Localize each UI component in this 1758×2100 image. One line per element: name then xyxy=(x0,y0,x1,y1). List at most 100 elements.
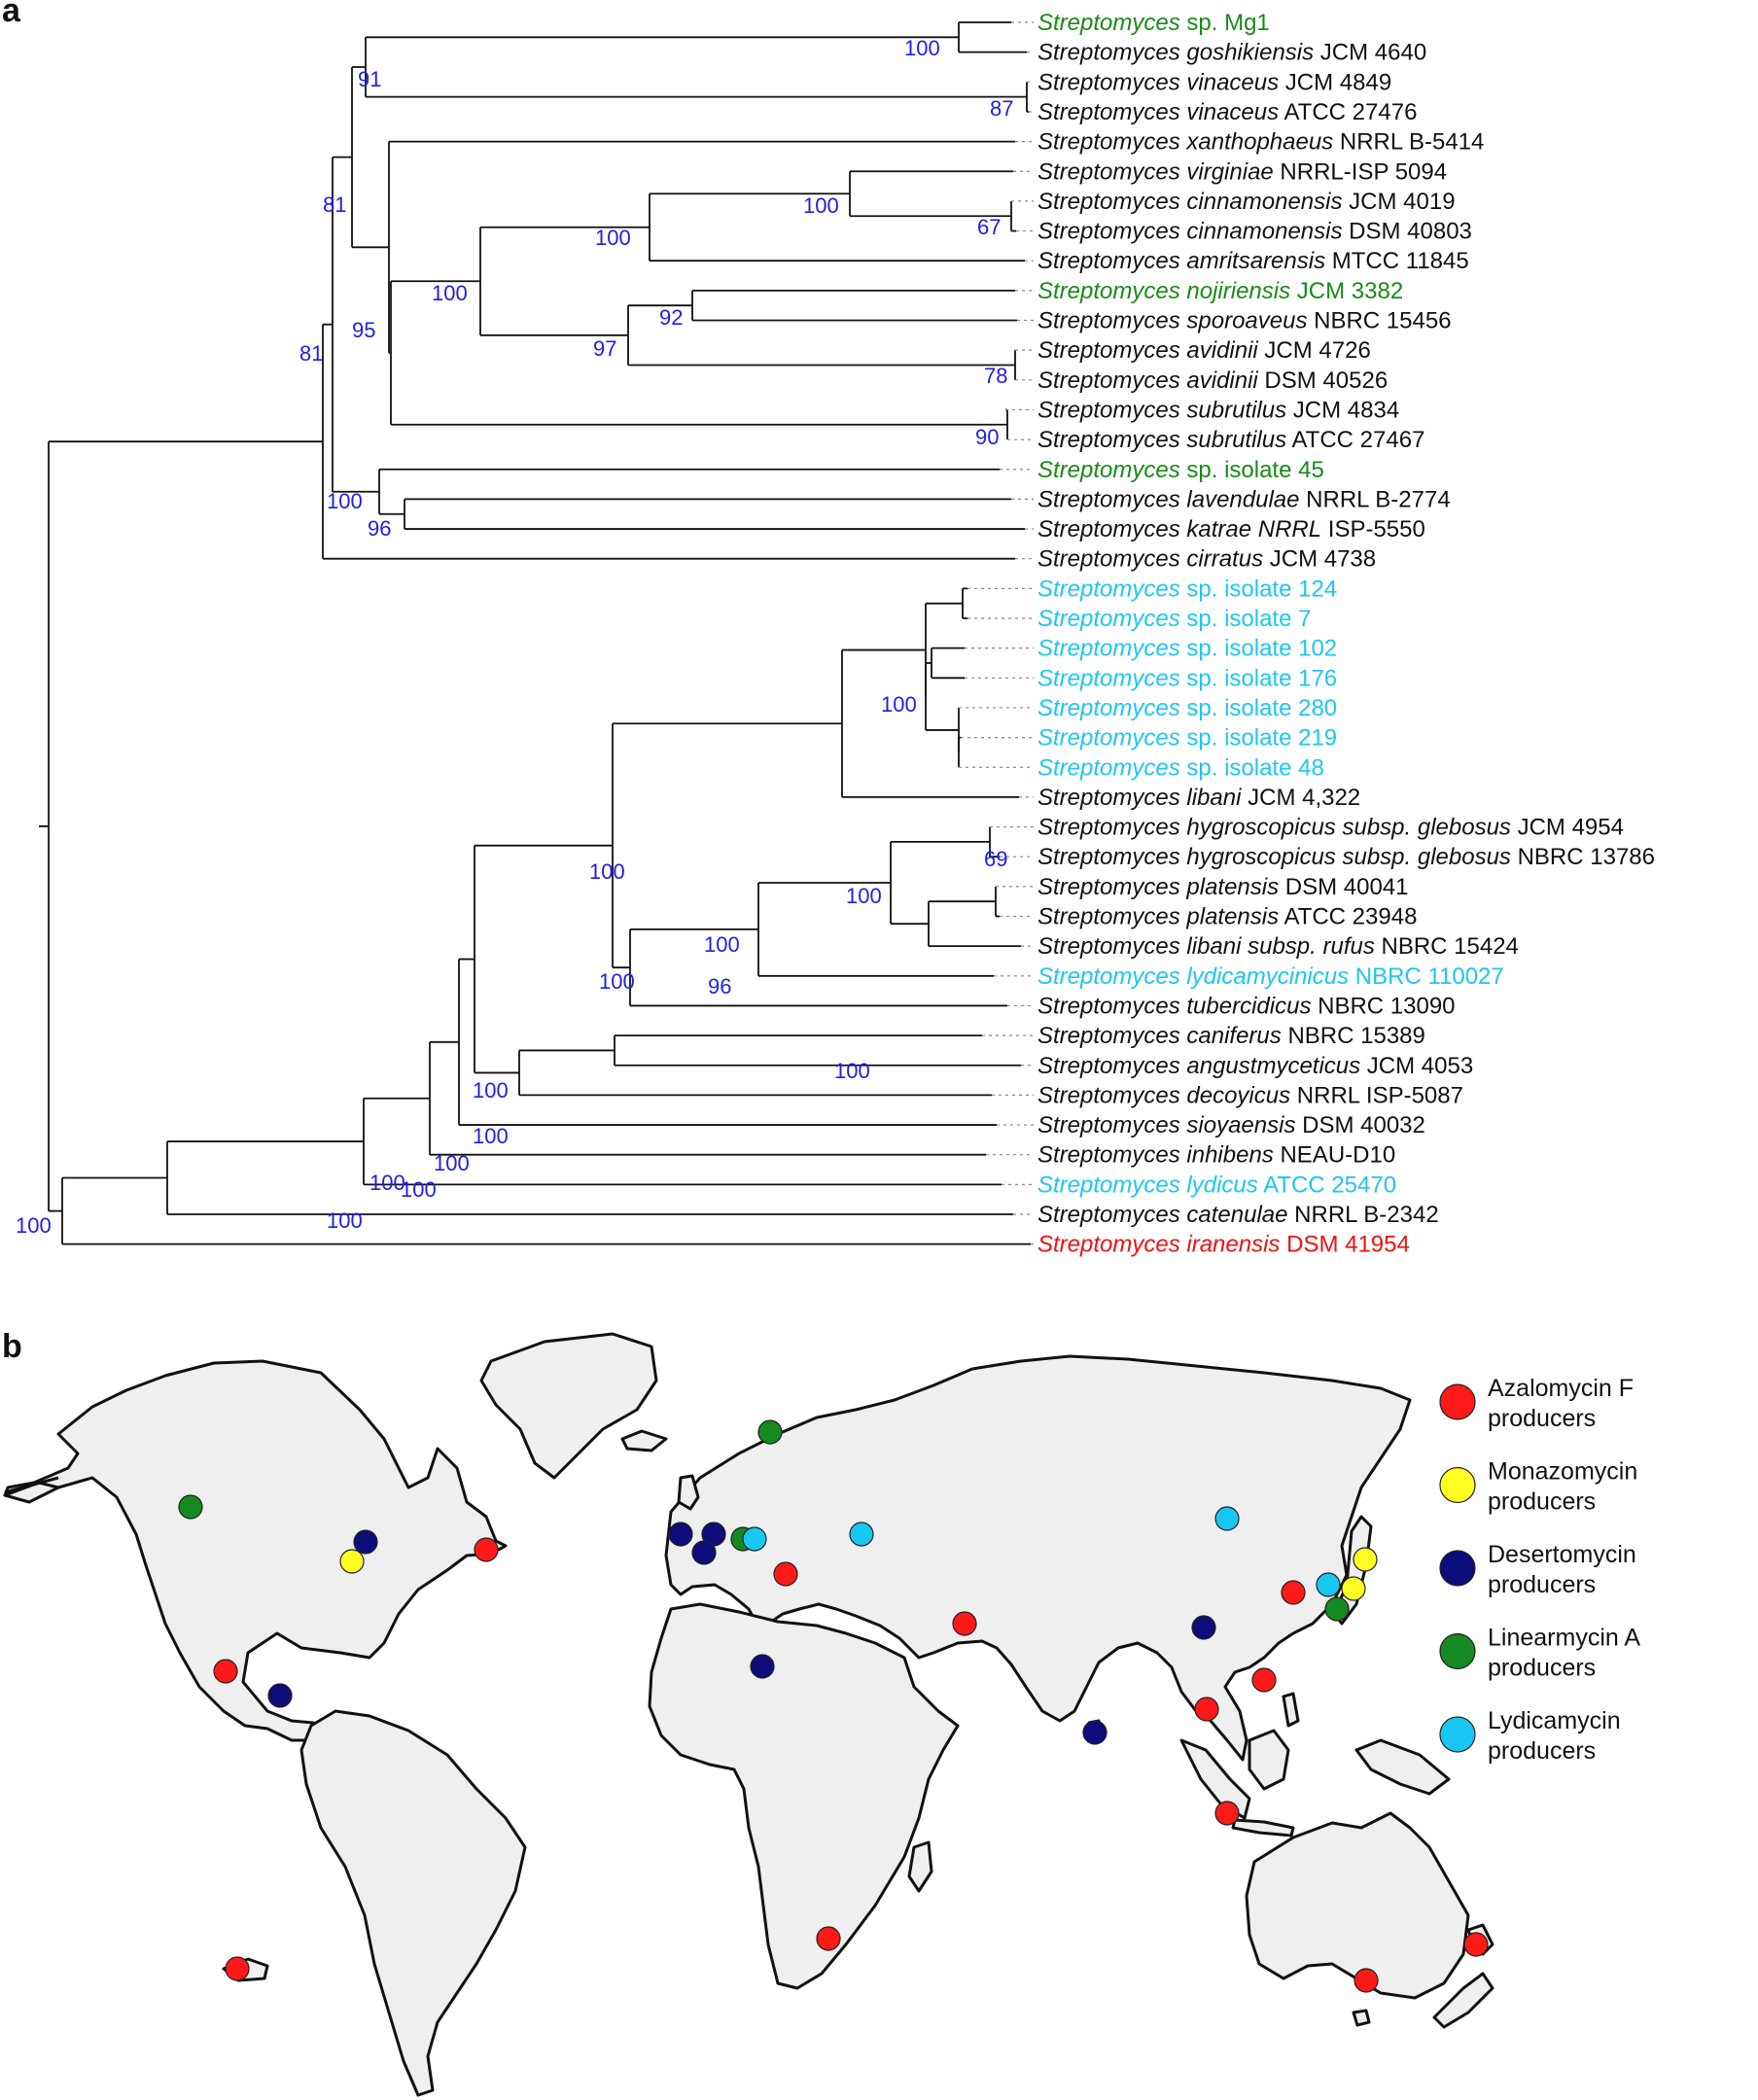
leaf-species-italic: Streptomyces lavendulae xyxy=(1037,486,1299,512)
site-marker-azalomycin xyxy=(1463,1932,1489,1957)
leaf-strain: JCM 4053 xyxy=(1360,1053,1473,1079)
leaf-species-italic: Streptomyces nojiriensis xyxy=(1037,278,1290,304)
leaf-label: Streptomyces sp. isolate 7 xyxy=(1037,606,1311,632)
bootstrap-value: 100 xyxy=(401,1177,437,1202)
bootstrap-value: 100 xyxy=(327,1208,363,1233)
site-marker-desertomycin xyxy=(1191,1615,1216,1640)
site-marker-desertomycin xyxy=(750,1654,775,1679)
greenland-landmass xyxy=(479,1332,658,1480)
leaf-strain: JCM 4954 xyxy=(1511,815,1624,841)
leaf-label: Streptomyces hygroscopicus subsp. glebos… xyxy=(1037,844,1655,870)
leaf-species-italic: Streptomyces inhibens xyxy=(1037,1142,1274,1169)
leaf-strain: ATCC 27467 xyxy=(1286,427,1424,453)
site-marker-azalomycin xyxy=(816,1926,841,1951)
leaf-species-italic: Streptomyces hygroscopicus subsp. glebos… xyxy=(1037,844,1511,870)
leaf-species-italic: Streptomyces iranensis xyxy=(1037,1232,1280,1258)
site-marker-azalomycin xyxy=(225,1956,250,1981)
leaf-species-italic: Streptomyces avidinii xyxy=(1037,368,1258,394)
new-zealand-south xyxy=(1432,1972,1494,2029)
aleutian-line xyxy=(4,1476,59,1494)
site-marker-linearmycin xyxy=(178,1494,203,1520)
leaf-species-italic: Streptomyces hygroscopicus subsp. glebos… xyxy=(1037,815,1511,841)
leaf-strain: ATCC 23948 xyxy=(1279,904,1417,930)
bootstrap-value: 100 xyxy=(904,36,940,60)
leaf-label: Streptomyces tubercidicus NBRC 13090 xyxy=(1037,993,1456,1019)
bootstrap-value: 100 xyxy=(327,489,363,513)
leaf-strain: sp. isolate 219 xyxy=(1180,725,1337,752)
legend-label-line2: producers xyxy=(1488,1655,1596,1682)
site-marker-linearmycin xyxy=(1324,1596,1350,1622)
borneo-island xyxy=(1248,1729,1290,1791)
leaf-label: Streptomyces libani JCM 4,322 xyxy=(1037,785,1360,811)
leaf-label: Streptomyces sp. isolate 48 xyxy=(1037,754,1324,781)
leaf-species-italic: Streptomyces xyxy=(1037,725,1180,752)
bootstrap-value: 96 xyxy=(708,974,731,998)
leaf-strain: NRRL B-2342 xyxy=(1287,1202,1438,1228)
new-guinea-island xyxy=(1354,1738,1451,1796)
legend-swatch xyxy=(1439,1466,1476,1504)
leaf-species-italic: Streptomyces tubercidicus xyxy=(1037,993,1311,1019)
legend-label-line1: Desertomycin xyxy=(1488,1541,1636,1568)
site-marker-lydicamycin xyxy=(849,1522,874,1547)
leaf-label: Streptomyces avidinii JCM 4726 xyxy=(1037,337,1371,364)
bootstrap-value: 69 xyxy=(984,847,1007,871)
leaf-species-italic: Streptomyces katrae NRRL xyxy=(1037,516,1321,542)
leaf-label: Streptomyces decoyicus NRRL ISP-5087 xyxy=(1037,1082,1463,1108)
leaf-label: Streptomyces subrutilus JCM 4834 xyxy=(1037,397,1399,423)
bootstrap-value: 81 xyxy=(323,192,346,217)
leaf-label: Streptomyces libani subsp. rufus NBRC 15… xyxy=(1037,933,1519,960)
leaf-species-italic: Streptomyces platensis xyxy=(1037,874,1279,900)
bootstrap-value: 81 xyxy=(299,341,323,366)
bootstrap-value: 78 xyxy=(984,364,1007,388)
leaf-label: Streptomyces sporoaveus NBRC 15456 xyxy=(1037,308,1452,334)
leaf-label: Streptomyces amritsarensis MTCC 11845 xyxy=(1037,248,1469,274)
leaf-label: Streptomyces vinaceus JCM 4849 xyxy=(1037,69,1391,95)
leaf-species-italic: Streptomyces goshikiensis xyxy=(1037,40,1314,66)
leaf-species-italic: Streptomyces xyxy=(1037,10,1180,36)
leaf-species-italic: Streptomyces cirratus xyxy=(1037,546,1263,573)
leaf-species-italic: Streptomyces platensis xyxy=(1037,904,1279,930)
legend-label-line2: producers xyxy=(1488,1405,1596,1432)
producer-sites xyxy=(178,1419,1489,1993)
leaf-species-italic: Streptomyces xyxy=(1037,457,1180,483)
legend-label-line1: Azalomycin F xyxy=(1488,1375,1634,1402)
leaf-label: Streptomyces xanthophaeus NRRL B-5414 xyxy=(1037,129,1484,156)
bootstrap-value: 100 xyxy=(16,1213,52,1238)
site-marker-monazomycin xyxy=(339,1549,365,1574)
site-marker-azalomycin xyxy=(213,1659,238,1684)
bootstrap-value: 91 xyxy=(358,67,381,91)
java-island xyxy=(1231,1818,1295,1838)
panel-a-label: a xyxy=(2,0,21,29)
leaf-strain: JCM 4726 xyxy=(1258,337,1371,364)
bootstrap-value: 100 xyxy=(369,1171,405,1195)
leaf-strain: JCM 4,322 xyxy=(1241,785,1360,811)
legend-swatch xyxy=(1439,1632,1476,1670)
leaf-strain: NBRC 13090 xyxy=(1311,993,1455,1019)
bootstrap-value: 100 xyxy=(834,1059,870,1083)
site-marker-azalomycin xyxy=(1281,1580,1306,1605)
bootstrap-values: 1008791671001007892979010081959610081100… xyxy=(16,36,1013,1238)
leaf-label: Streptomyces sp. isolate 102 xyxy=(1037,636,1337,662)
leaf-strain: NBRC 13786 xyxy=(1511,844,1655,870)
leaf-strain: sp. isolate 102 xyxy=(1180,636,1337,662)
leaf-species-italic: Streptomyces libani xyxy=(1037,785,1242,811)
legend-label-line2: producers xyxy=(1488,1571,1596,1598)
japan-islands xyxy=(1332,1515,1373,1626)
leaf-species-italic: Streptomyces xyxy=(1037,665,1180,691)
legend-label-line1: Lydicamycin xyxy=(1488,1707,1621,1734)
world-map xyxy=(3,1332,1494,2097)
site-marker-azalomycin xyxy=(1251,1667,1277,1693)
tree-leader-lines xyxy=(959,21,1034,1245)
leaf-label: Streptomyces sp. isolate 124 xyxy=(1037,576,1337,602)
leaf-strain: NRRL ISP-5087 xyxy=(1290,1082,1463,1108)
leaf-label: Streptomyces platensis DSM 40041 xyxy=(1037,874,1409,900)
leaf-strain: DSM 40032 xyxy=(1295,1112,1424,1138)
leaf-strain: JCM 4849 xyxy=(1279,69,1391,95)
site-marker-lydicamycin xyxy=(742,1526,767,1552)
leaf-strain: NBRC 15424 xyxy=(1375,933,1519,960)
leaf-strain: MTCC 11845 xyxy=(1325,248,1469,274)
site-marker-azalomycin xyxy=(1194,1697,1219,1722)
leaf-species-italic: Streptomyces decoyicus xyxy=(1037,1082,1290,1108)
africa-landmass xyxy=(648,1602,960,1990)
bootstrap-value: 87 xyxy=(990,96,1013,121)
